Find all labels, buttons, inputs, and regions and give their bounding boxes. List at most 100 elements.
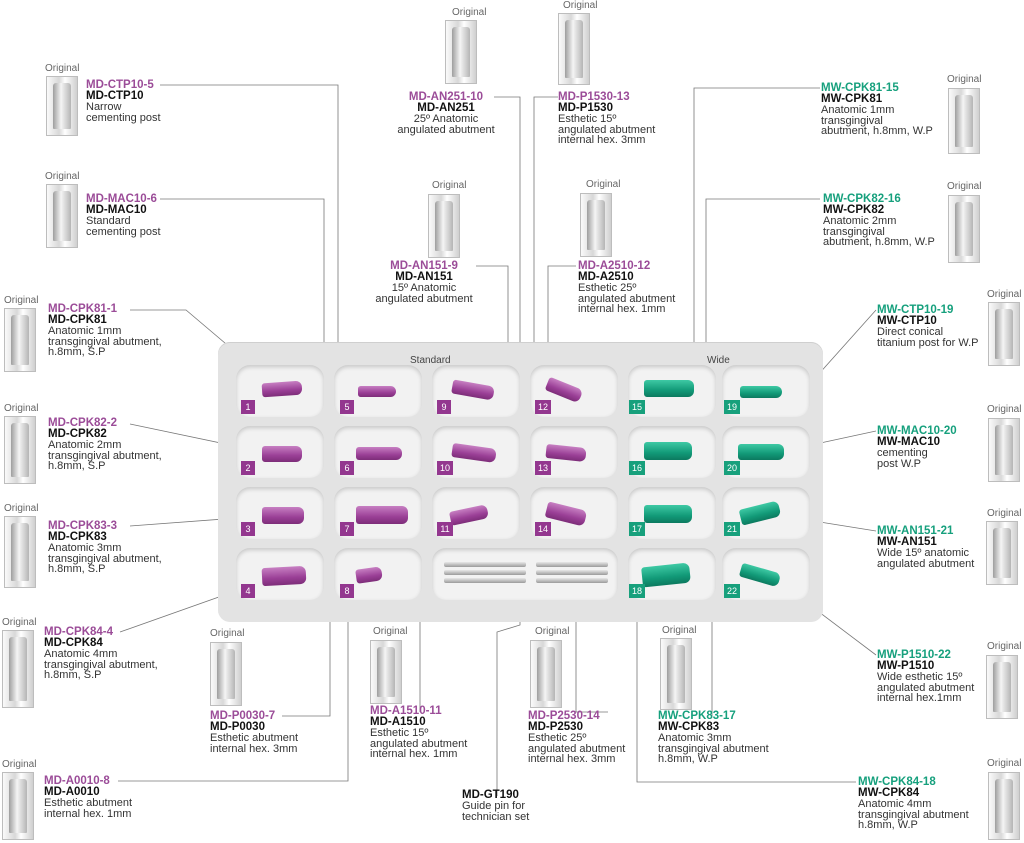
product-code: MW-P1510-22 [877, 649, 951, 661]
product-photo [948, 88, 980, 154]
product-name: MD-AN251 [417, 102, 475, 114]
product-photo [4, 516, 36, 588]
slot-number-17: 17 [629, 522, 645, 536]
product-desc: Anatomic 1mm [48, 325, 122, 337]
product-photo [580, 193, 612, 257]
product-name: MW-CPK81 [821, 93, 883, 105]
product-label-1: MD-CPK81-1 MD-CPK81 Anatomic 1mm transgi… [48, 303, 162, 358]
product-code: MW-CPK82-16 [823, 193, 901, 205]
product-desc: 25º Anatomic [413, 113, 479, 125]
original-label: Original [4, 403, 39, 414]
original-label: Original [987, 404, 1022, 415]
product-code: MD-P2530-14 [528, 710, 600, 722]
guide-pin [536, 570, 608, 575]
product-desc: transgingival abutment [658, 742, 769, 755]
product-name: MD-P2530 [528, 721, 583, 733]
product-desc: internal hex. 3mm [528, 753, 616, 765]
original-label: Original [432, 180, 467, 191]
original-label: Original [45, 63, 80, 74]
product-photo [2, 630, 34, 708]
abutment-part-4 [261, 565, 307, 587]
slot-number-18: 18 [629, 584, 645, 598]
slot-number-14: 14 [535, 522, 551, 536]
abutment-part-16 [644, 442, 692, 460]
product-label-11: MD-A1510-11 MD-A1510 Esthetic 15º angula… [370, 705, 467, 760]
product-name: MD-A1510 [370, 716, 426, 728]
product-code: MD-CPK81-1 [48, 303, 118, 315]
product-label-4: MD-CPK84-4 MD-CPK84 Anatomic 4mm transgi… [44, 626, 158, 681]
product-photo [986, 521, 1018, 585]
product-photo [4, 416, 36, 484]
abutment-part-7 [356, 506, 408, 524]
product-name: MD-P0030 [210, 721, 265, 733]
product-desc: Esthetic 25º [578, 282, 637, 294]
original-label: Original [2, 759, 37, 770]
product-code: MD-CPK84-4 [44, 626, 114, 638]
product-code: MD-AN151-9 [390, 260, 458, 272]
original-label: Original [373, 626, 408, 637]
product-photo [988, 772, 1020, 840]
product-desc: Anatomic 4mm [858, 798, 932, 810]
product-desc: Anatomic 2mm [823, 215, 897, 227]
product-name: MD-CTP10 [86, 90, 144, 102]
product-code: MW-MAC10-20 [877, 425, 957, 437]
product-desc: 15º Anatomic [391, 282, 457, 294]
product-desc: Standard [86, 215, 131, 227]
product-desc: angulated abutment [397, 123, 495, 136]
original-label: Original [987, 641, 1022, 652]
product-desc: transgingival abutment, [48, 449, 162, 462]
abutment-part-15 [644, 380, 694, 397]
abutment-part-2 [262, 446, 302, 462]
slot-number-20: 20 [724, 461, 740, 475]
product-desc: Anatomic 3mm [658, 732, 732, 744]
abutment-part-6 [356, 447, 402, 460]
slot-number-9: 9 [437, 400, 451, 414]
product-desc: Wide esthetic 15º [877, 671, 963, 683]
slot-number-5: 5 [340, 400, 354, 414]
product-name: MW-CPK84 [858, 787, 920, 799]
abutment-part-3 [262, 507, 304, 524]
product-name: MW-CPK82 [823, 204, 885, 216]
product-code: MD-AN251-10 [408, 91, 484, 103]
product-desc: transgingival [823, 225, 885, 238]
product-desc: Guide pin for [462, 800, 525, 812]
product-label-9: MD-AN151-9 MD-AN151 15º Anatomic angulat… [372, 260, 476, 304]
product-desc: abutment, h.8mm, W.P [823, 236, 935, 248]
product-photo [370, 640, 402, 704]
original-label: Original [2, 617, 37, 628]
product-desc: technician set [462, 810, 530, 823]
product-desc: Direct conical [877, 326, 944, 338]
original-label: Original [452, 7, 487, 18]
product-desc: Wide 15º anatomic [877, 547, 970, 559]
product-desc: internal hex. 3mm [558, 134, 646, 146]
product-label-20: MW-MAC10-20 MW-MAC10 cementing post W.P [877, 425, 957, 469]
product-desc: Esthetic abutment [210, 732, 299, 744]
product-desc: Esthetic 15º [558, 113, 617, 125]
guide-pin [444, 570, 526, 575]
slot-number-21: 21 [724, 522, 740, 536]
slot-number-16: 16 [629, 461, 645, 475]
product-label-14: MD-P2530-14 MD-P2530 Esthetic 25º angula… [528, 710, 625, 765]
original-label: Original [987, 758, 1022, 769]
product-name: MW-P1510 [877, 660, 935, 672]
product-code: MD-A1510-11 [370, 705, 442, 717]
abutment-part-19 [740, 386, 782, 398]
product-label-13: MD-P1530-13 MD-P1530 Esthetic 15º angula… [558, 91, 655, 146]
slot-number-15: 15 [629, 400, 645, 414]
product-desc: Esthetic 15º [370, 727, 429, 739]
slot-number-12: 12 [535, 400, 551, 414]
original-label: Original [563, 0, 598, 11]
product-photo [988, 418, 1020, 482]
product-name: MD-AN151 [395, 271, 453, 283]
product-desc: Esthetic 25º [528, 732, 587, 744]
product-code: MW-CTP10-19 [877, 304, 954, 316]
product-desc: internal hex. 1mm [44, 807, 132, 820]
product-desc: Anatomic 4mm [44, 648, 118, 660]
product-desc: internal hex. 1mm [578, 303, 666, 315]
product-name: MD-CPK81 [48, 314, 107, 326]
product-label-17: MW-CPK83-17 MW-CPK83 Anatomic 3mm transg… [658, 710, 769, 765]
product-desc: internal hex. 1mm [370, 748, 458, 760]
product-desc: h.8mm, S.P [48, 346, 106, 358]
product-code: MD-CPK82-2 [48, 417, 118, 429]
product-desc: Narrow [86, 101, 122, 113]
